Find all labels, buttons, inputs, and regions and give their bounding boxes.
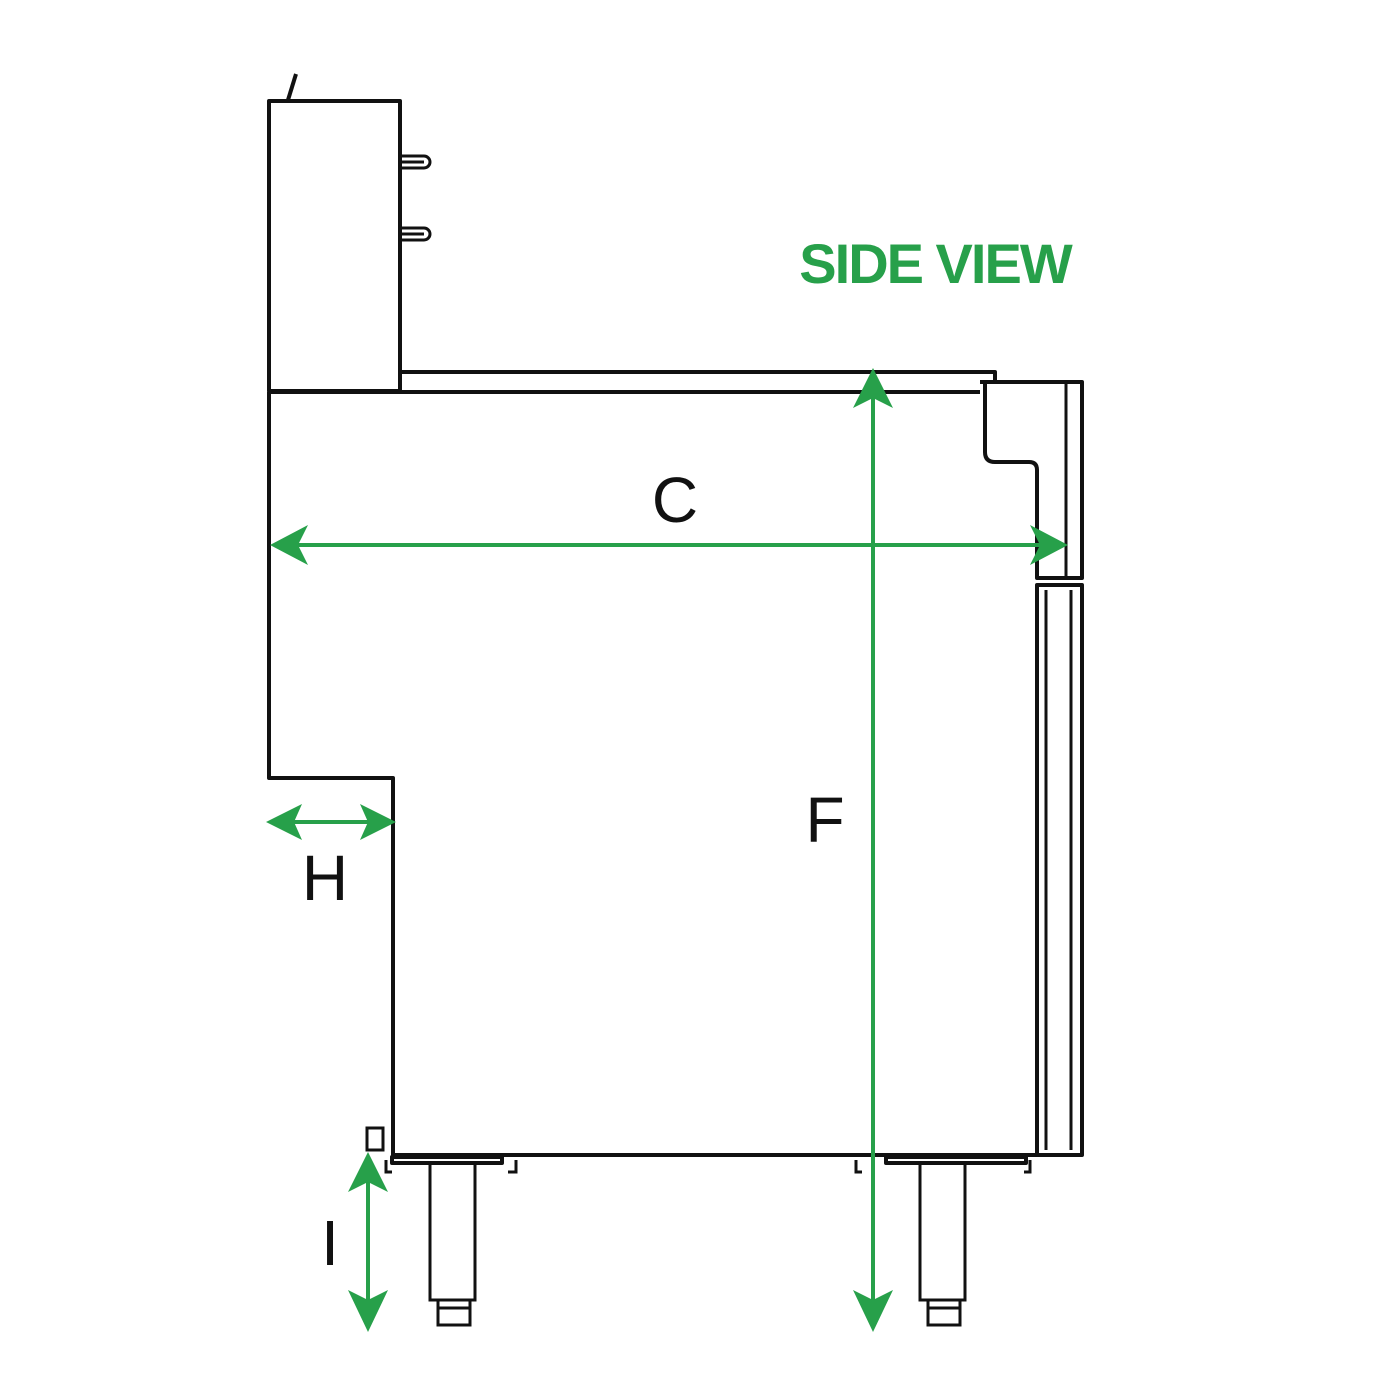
label-i: I (321, 1207, 339, 1279)
view-title: SIDE VIEW (799, 232, 1073, 295)
label-h: H (302, 842, 348, 914)
label-f: F (805, 784, 844, 856)
leg (918, 1162, 967, 1327)
backsplash (267, 73, 432, 393)
dimension-f-arrow (853, 368, 893, 1332)
label-c: C (652, 464, 698, 536)
knob-icon (400, 226, 432, 242)
knob-icon (400, 154, 432, 170)
dimension-c-arrow (270, 525, 1068, 565)
dimension-i-arrow (348, 1152, 388, 1332)
legs (384, 1155, 1032, 1327)
dimension-h-arrow (266, 804, 396, 840)
leg (428, 1162, 477, 1327)
